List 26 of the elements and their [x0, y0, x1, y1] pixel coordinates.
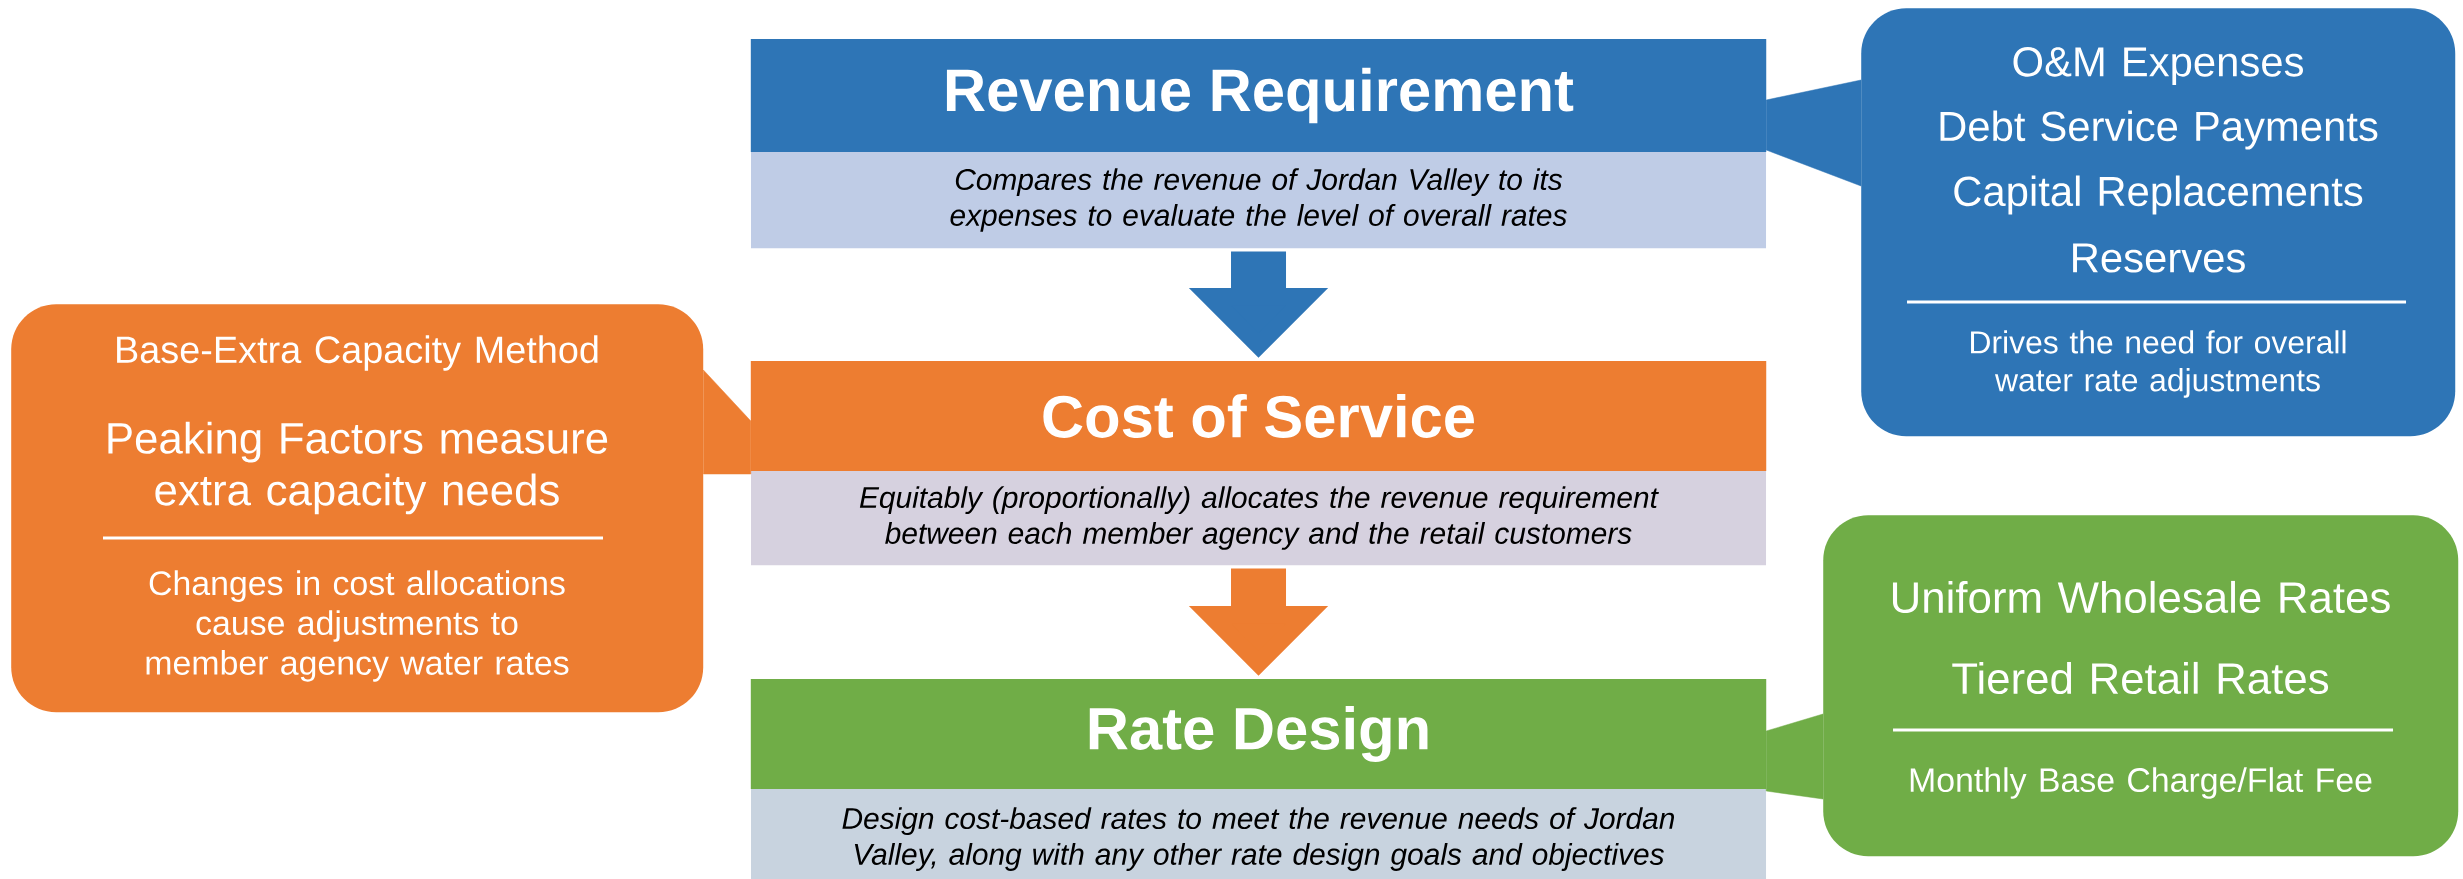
box-title: Rate Design	[1089, 706, 1428, 762]
callout-pointer	[1766, 713, 1824, 800]
process-box	[750, 361, 1767, 566]
callout-bubble	[11, 304, 704, 713]
callout-text: Peaking Factors measure extra capacity needs	[108, 421, 608, 515]
callout-bubble	[1823, 515, 2459, 857]
callout-text: Tiered Retail Rates	[1952, 661, 2329, 695]
callout-text: Reserves	[2073, 243, 2245, 273]
callout-text: Capital Replacements	[1954, 175, 2363, 215]
box-description: Design cost-based rates to meet the revenue needs of Jordan Valley, along with any other rate design goals and objectives	[842, 807, 1675, 871]
callout-text: Monthly Base Charge/Flat Fee	[1910, 767, 2372, 799]
callout-text: Uniform Wholesale Rates	[1892, 580, 2390, 614]
callout-bubble	[1861, 8, 2456, 437]
callout-text: O&M Expenses	[2013, 47, 2303, 85]
callout-text: Debt Service Payments	[1940, 110, 2378, 150]
box-title: Revenue Requirement	[946, 67, 1574, 124]
process-box	[750, 39, 1767, 249]
callout-text: Changes in cost allocations cause adjustments to member agency water rates	[146, 570, 569, 682]
callout-text: Drives the need for overall water rate adjustments	[1971, 330, 2346, 398]
box-description: Equitably (proportionally) allocates the revenue requirement between each member agency and the retail customers	[859, 486, 1659, 550]
callout-pointer	[1766, 79, 1862, 187]
callout-pointer	[703, 369, 752, 475]
box-title: Cost of Service	[1043, 394, 1474, 438]
process-box	[750, 679, 1767, 879]
callout-text: Base-Extra Capacity Method	[117, 335, 598, 371]
box-description: Compares the revenue of Jordan Valley to its expenses to evaluate the level of overall rates	[950, 168, 1567, 232]
